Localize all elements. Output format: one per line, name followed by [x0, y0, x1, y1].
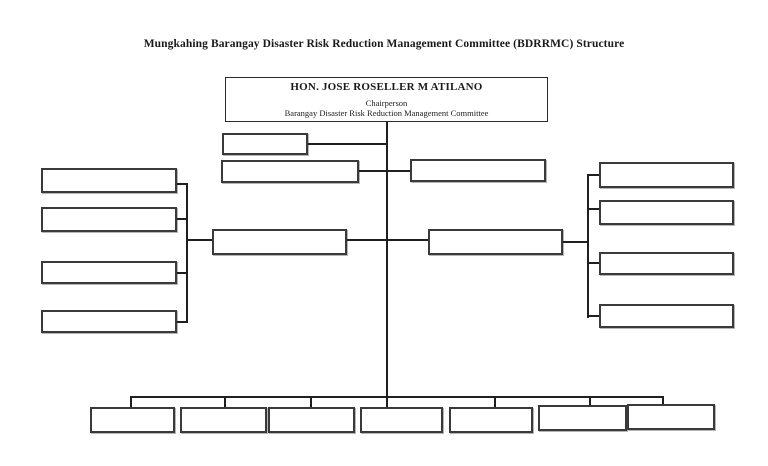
node-bottom-6: [538, 405, 627, 431]
node-top-small-box: [222, 133, 308, 155]
node-left-2: [41, 207, 177, 232]
connector-right-stub-3: [587, 262, 599, 264]
connector-right-bracket: [587, 174, 589, 318]
node-top-right-box: [410, 159, 546, 182]
node-left-1: [41, 168, 177, 193]
connector-left-stub-2: [177, 218, 188, 220]
node-bottom-5: [449, 407, 533, 433]
chairperson-committee: Barangay Disaster Risk Reduction Managem…: [284, 108, 489, 118]
node-right-1: [599, 162, 734, 188]
connector-bottom-tick-7: [662, 396, 664, 405]
connector-left-stub-3: [177, 272, 188, 274]
node-bottom-1: [90, 407, 175, 433]
connector-left-branch: [186, 239, 213, 241]
connector-bottom-tick-5: [494, 396, 496, 408]
node-bottom-2: [180, 407, 267, 433]
connector-left-bracket: [186, 183, 188, 323]
node-middle-left: [212, 229, 347, 255]
chairperson-name: HON. JOSE ROSELLER M ATILANO: [290, 81, 483, 93]
connector-middle-pair: [347, 239, 428, 241]
connector-right-stub-2: [587, 208, 599, 210]
node-right-2: [599, 200, 734, 225]
connector-bottom-tick-6: [589, 396, 591, 406]
connector-top-pair: [359, 170, 410, 172]
page-title: Mungkahing Barangay Disaster Risk Reduct…: [143, 38, 625, 50]
node-middle-right: [428, 229, 563, 255]
connector-bottom-tick-3: [310, 396, 312, 408]
node-top-left-wide-box: [221, 160, 359, 183]
chairperson-role: Chairperson: [365, 98, 408, 108]
connector-top-small: [308, 143, 387, 145]
node-left-3: [41, 261, 177, 284]
node-bottom-4: [360, 407, 443, 433]
node-right-3: [599, 252, 734, 275]
connector-right-stub-4: [587, 315, 599, 317]
node-bottom-3: [268, 407, 355, 433]
connector-right-stub-1: [587, 174, 599, 176]
node-bottom-7: [627, 404, 715, 430]
connector-center-spine: [386, 122, 388, 408]
connector-bottom-rail: [130, 396, 664, 398]
connector-right-branch: [563, 241, 589, 243]
node-left-4: [41, 310, 177, 333]
node-right-4: [599, 304, 734, 328]
connector-bottom-tick-1: [130, 396, 132, 408]
chairperson-box: HON. JOSE ROSELLER M ATILANO Chairperson…: [225, 77, 548, 122]
connector-bottom-tick-2: [224, 396, 226, 408]
connector-left-stub-4: [177, 321, 188, 323]
connector-left-stub-1: [177, 183, 188, 185]
